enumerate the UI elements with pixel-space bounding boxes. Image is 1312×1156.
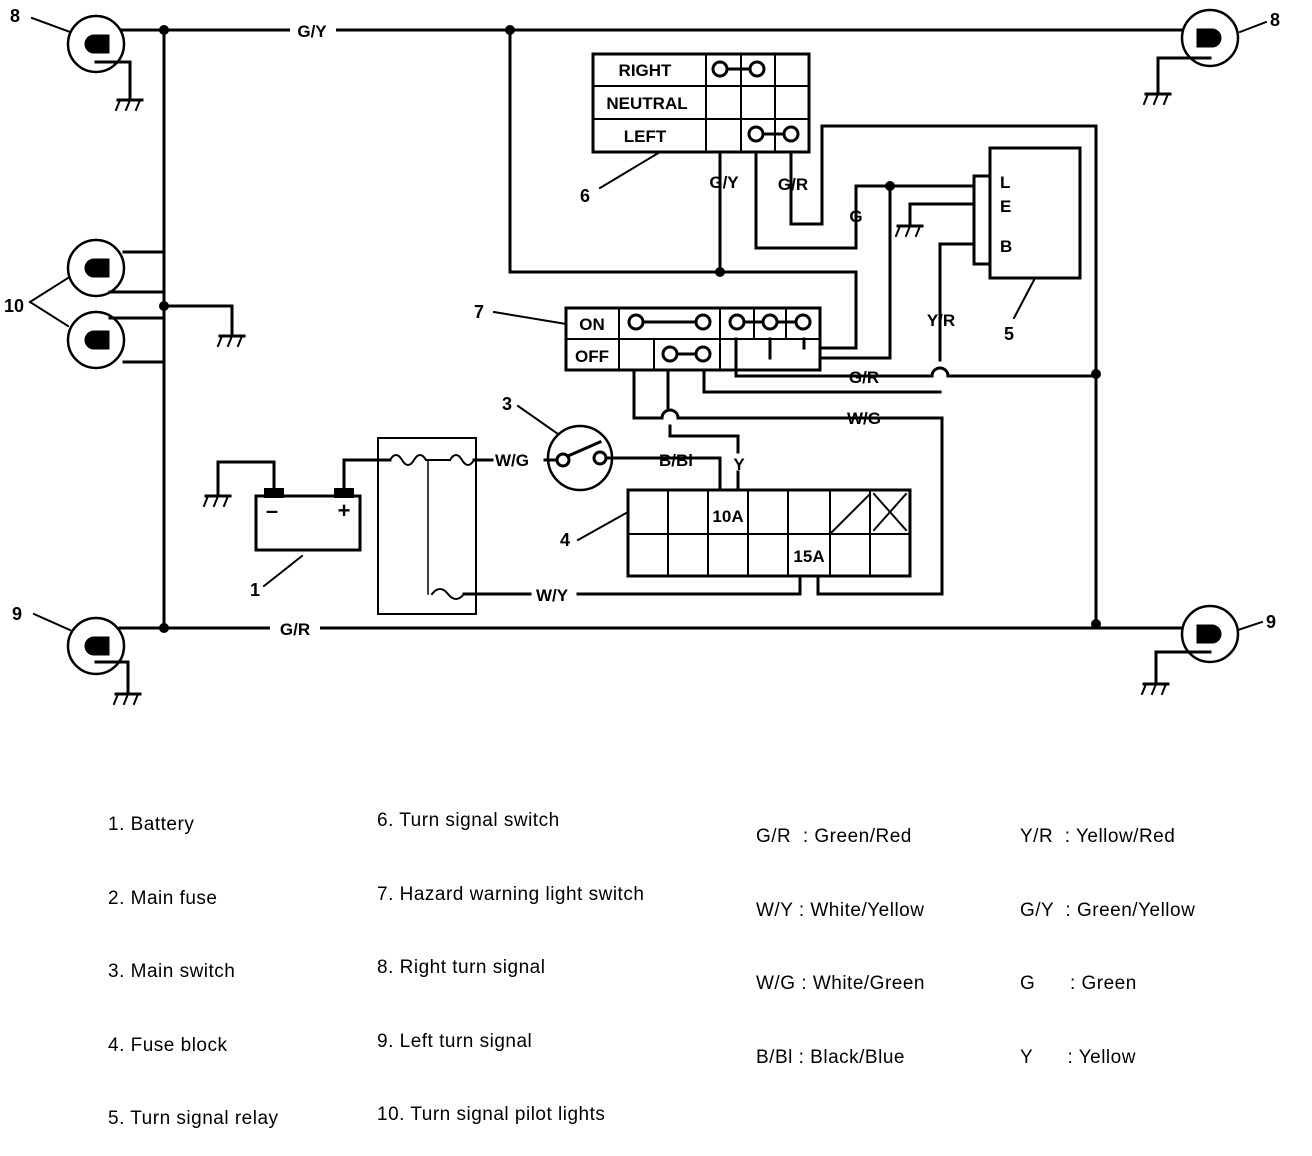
legend-item: 4. Fuse block [108, 1034, 228, 1056]
callout-4: 4 [560, 530, 570, 550]
legend-item: 1. Battery [108, 814, 195, 835]
right-turn-signal-front-right: 8 [1142, 8, 1280, 106]
callout-10: 10 [4, 296, 24, 316]
legend-item: 7. Hazard warning light switch [377, 883, 645, 905]
left-turn-signal-rear-left: 9 [12, 604, 142, 706]
relay-terminal-l: L [1000, 173, 1010, 192]
legend-colors-col1: G/R : Green/Red W/Y : White/Yellow W/G :… [756, 776, 925, 1095]
wire-label-bottom-gr: G/R [280, 620, 310, 639]
callout-9-right: 9 [1266, 612, 1276, 632]
pilot-lights: 10 [4, 238, 246, 370]
wire-label-top-gy: G/Y [297, 22, 327, 41]
callout-3: 3 [502, 394, 512, 414]
legend-item: G/Y : Green/Yellow [1020, 899, 1196, 921]
legend-colors-col2: Y/R : Yellow/Red G/Y : Green/Yellow G : … [1020, 776, 1195, 1095]
relay-terminal-b: B [1000, 237, 1012, 256]
callout-6: 6 [580, 186, 590, 206]
wire-label-switch-gy: G/Y [709, 173, 739, 192]
legend-parts-col2: 6. Turn signal switch 7. Hazard warning … [377, 760, 644, 1152]
wire-label-hazard-gr: G/R [849, 368, 879, 387]
wire-label-fuse-wg: W/G [495, 451, 529, 470]
fuse-rating-15a: 15A [793, 547, 824, 566]
battery: – + 1 [202, 458, 362, 600]
turn-signal-relay: L E B G Y/R 5 [768, 146, 1082, 362]
legend-item: Y/R : Yellow/Red [1020, 826, 1176, 847]
battery-negative: – [266, 498, 278, 523]
callout-8-left: 8 [10, 6, 20, 26]
left-turn-signal-rear-right: 9 [1140, 604, 1276, 696]
relay-terminal-e: E [1000, 197, 1011, 216]
junctions: G/Y G/R [159, 18, 1101, 640]
legend-item: 2. Main fuse [108, 887, 218, 909]
wire-label-relay-yr: Y/R [927, 311, 955, 330]
switch-row-right: RIGHT [619, 61, 673, 80]
callout-7: 7 [474, 302, 484, 322]
wire-label-main-bbl: B/Bl [659, 451, 693, 470]
callout-9-left: 9 [12, 604, 22, 624]
switch-row-left: LEFT [624, 127, 667, 146]
wire-label-fuse-wy: W/Y [536, 586, 569, 605]
wire-label-hazard-wg: W/G [847, 409, 881, 428]
fuse-block: 10A 15A 4 [560, 488, 944, 596]
legend-item: 6. Turn signal switch [377, 810, 560, 831]
battery-positive: + [338, 498, 351, 523]
legend-item: W/Y : White/Yellow [756, 899, 925, 921]
switch-row-neutral: NEUTRAL [606, 94, 687, 113]
hazard-row-on: ON [579, 315, 605, 334]
right-turn-signal-front-left: 8 [10, 6, 144, 112]
hazard-warning-switch: ON OFF G/R W/G 7 [474, 302, 1101, 596]
wire-label-switch-gr: G/R [778, 175, 808, 194]
legend-item: 9. Left turn signal [377, 1030, 533, 1052]
fuse-rating-10a: 10A [712, 507, 743, 526]
callout-8-right: 8 [1270, 10, 1280, 30]
callout-1: 1 [250, 580, 260, 600]
legend-item: W/G : White/Green [756, 973, 925, 994]
wire-label-main-y: Y [733, 455, 745, 474]
wiring-diagram: 8 8 10 [4, 6, 1280, 706]
main-switch: B/Bl Y 3 [502, 394, 745, 492]
hazard-row-off: OFF [575, 347, 609, 366]
main-fuse-box: W/G W/Y [346, 437, 802, 615]
legend-item: 8. Right turn signal [377, 957, 546, 978]
legend-item: G/R : Green/Red [756, 826, 912, 847]
legend-item: 3. Main switch [108, 961, 236, 982]
legend-item: 5. Turn signal relay [108, 1108, 279, 1129]
legend-item: Y : Yellow [1020, 1046, 1136, 1068]
callout-5: 5 [1004, 324, 1014, 344]
legend-parts-col1: 1. Battery 2. Main fuse 3. Main switch 4… [108, 764, 279, 1156]
turn-signal-switch: RIGHT NEUTRAL LEFT G/Y G/R 6 [580, 52, 1098, 277]
legend-item: B/Bl : Black/Blue [756, 1046, 905, 1068]
wire-label-relay-g: G [849, 207, 862, 226]
legend-item: G : Green [1020, 973, 1137, 994]
legend-item: 10. Turn signal pilot lights [377, 1104, 606, 1125]
